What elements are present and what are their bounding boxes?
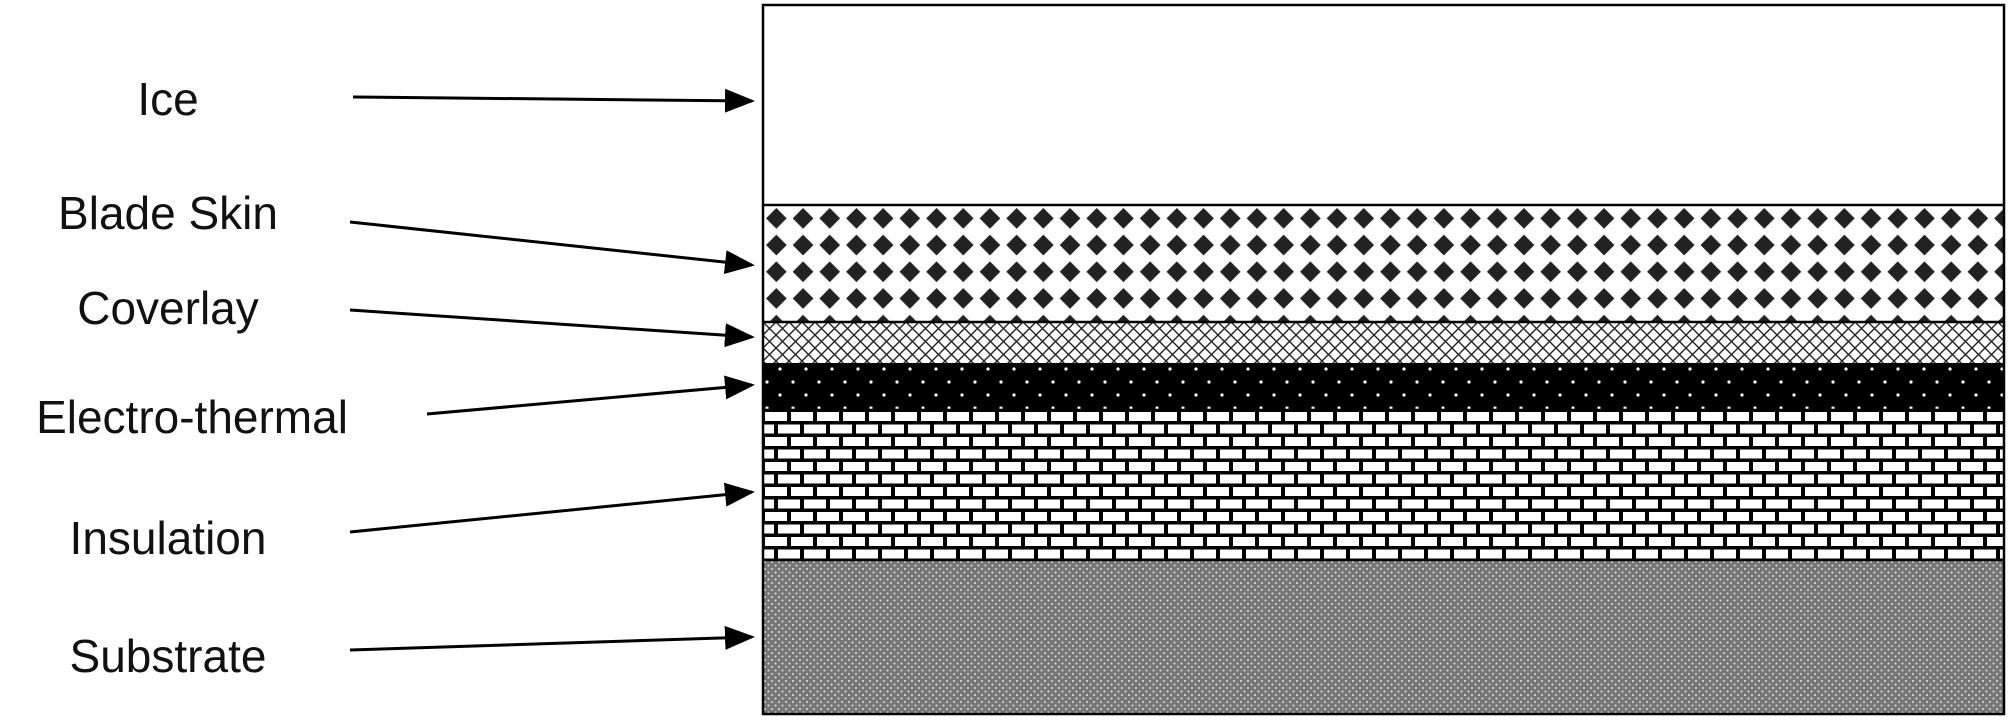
label-ice: Ice xyxy=(137,73,199,125)
label-electro-thermal: Electro-thermal xyxy=(36,391,348,443)
layer-borders xyxy=(763,203,2004,562)
layer-substrate xyxy=(763,560,2004,714)
label-coverlay: Coverlay xyxy=(77,282,259,334)
layer-blade-skin xyxy=(763,205,2004,322)
diagram-frame xyxy=(761,3,2006,716)
layer-insulation xyxy=(763,410,2004,560)
label-blade-skin: Blade Skin xyxy=(58,187,278,239)
arrow-ice xyxy=(352,88,755,113)
arrow-insulation xyxy=(349,482,755,534)
arrow-blade-skin xyxy=(349,220,755,275)
label-substrate: Substrate xyxy=(69,630,267,682)
arrow-coverlay xyxy=(349,308,755,348)
arrow-electro-thermal xyxy=(426,375,755,416)
arrow-substrate xyxy=(349,625,755,652)
layer-coverlay xyxy=(763,322,2004,363)
layer-electro-thermal xyxy=(763,363,2004,410)
layer-ice xyxy=(763,5,2004,205)
label-insulation: Insulation xyxy=(69,512,267,564)
